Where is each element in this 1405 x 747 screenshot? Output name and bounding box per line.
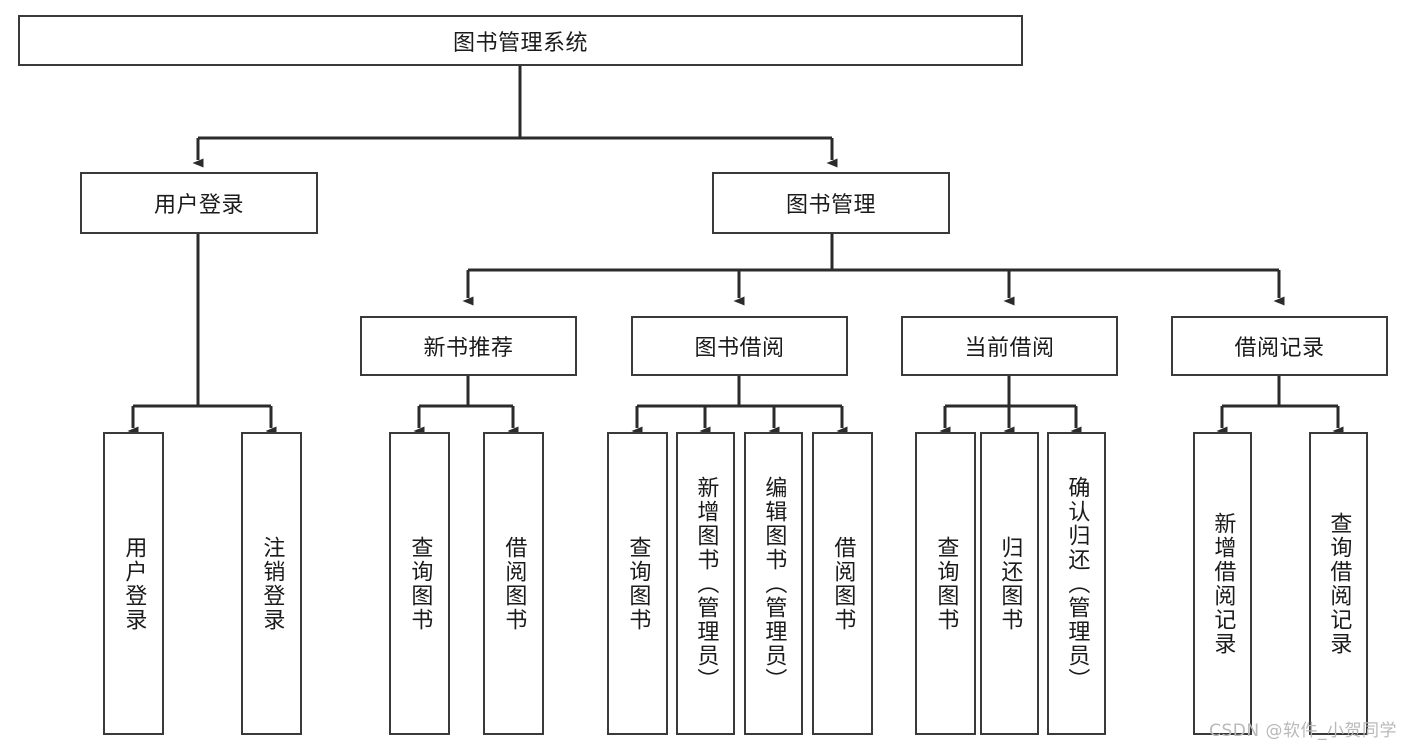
node-label: 借阅记录 [1234,336,1325,361]
node-leaf-edit-book[interactable]: 编辑图书（管理员） [744,432,803,735]
node-book-management[interactable]: 图书管理 [712,172,950,234]
node-label: 查询借阅记录 [1326,511,1352,656]
node-label: 用户登录 [121,535,147,632]
node-label: 查询图书 [933,535,959,632]
csdn-watermark: CSDN @软件_小贺同学 [1209,721,1397,741]
node-current-borrow[interactable]: 当前借阅 [901,316,1118,376]
node-book-borrow[interactable]: 图书借阅 [631,316,848,376]
node-leaf-query-book-recommend[interactable]: 查询图书 [389,432,450,735]
node-leaf-query-borrow-record[interactable]: 查询借阅记录 [1309,432,1368,735]
node-label: 新增借阅记录 [1210,511,1236,656]
node-label: 用户登录 [153,193,244,218]
node-leaf-query-book-current[interactable]: 查询图书 [915,432,976,735]
node-book-management-system[interactable]: 图书管理系统 [18,15,1023,66]
node-leaf-add-borrow-record[interactable]: 新增借阅记录 [1193,432,1252,735]
node-label: 确认归还（管理员） [1064,475,1090,692]
node-borrow-record[interactable]: 借阅记录 [1171,316,1388,376]
node-leaf-confirm-return[interactable]: 确认归还（管理员） [1047,432,1106,735]
node-leaf-borrow-book-recommend[interactable]: 借阅图书 [483,432,544,735]
node-label: 编辑图书（管理员） [761,475,787,692]
node-label: 归还图书 [997,535,1023,632]
node-label: 新增图书（管理员） [693,475,719,692]
node-label: 查询图书 [625,535,651,632]
node-leaf-borrow-book[interactable]: 借阅图书 [812,432,873,735]
node-new-book-recommend[interactable]: 新书推荐 [360,316,577,376]
node-label: 查询图书 [407,535,433,632]
node-label: 图书管理系统 [452,30,588,56]
node-leaf-user-login[interactable]: 用户登录 [103,432,164,735]
node-label: 注销登录 [259,535,285,632]
node-label: 图书管理 [785,193,876,218]
node-user-login[interactable]: 用户登录 [80,172,318,234]
node-label: 新书推荐 [423,336,514,361]
node-label: 当前借阅 [964,336,1055,361]
node-leaf-add-book[interactable]: 新增图书（管理员） [676,432,735,735]
node-label: 图书借阅 [694,336,785,361]
node-label: 借阅图书 [830,535,856,632]
node-leaf-return-book[interactable]: 归还图书 [980,432,1039,735]
node-leaf-logout-login[interactable]: 注销登录 [241,432,302,735]
node-leaf-query-book-borrow[interactable]: 查询图书 [607,432,668,735]
node-label: 借阅图书 [501,535,527,632]
